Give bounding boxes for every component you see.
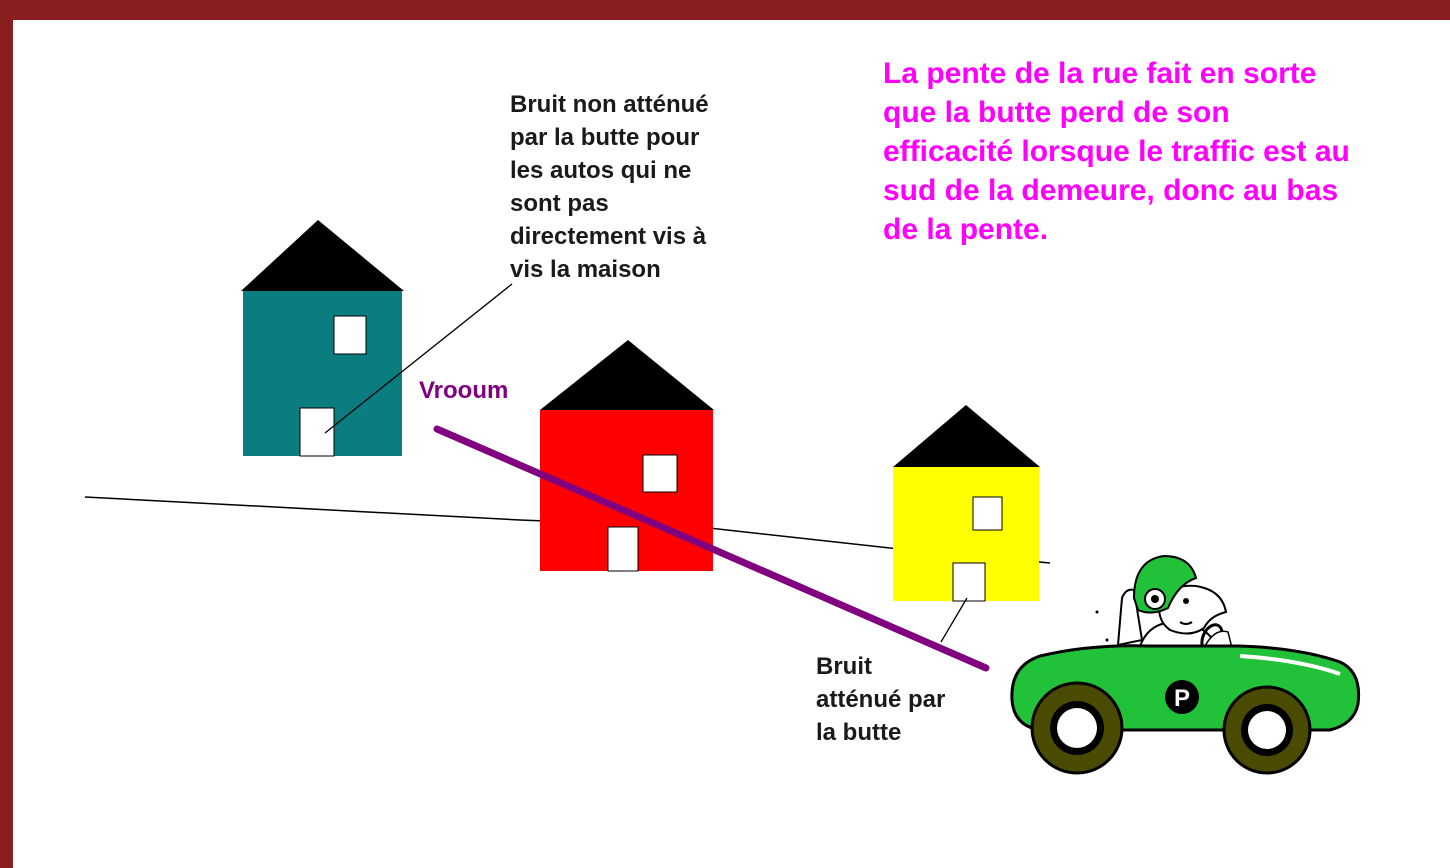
house-yellow [893, 405, 1040, 602]
label-vroom: Vrooum [419, 377, 509, 404]
car-driver-face [1158, 584, 1228, 635]
car-body-highlight [1239, 654, 1341, 676]
car-speed-dot [1105, 638, 1109, 642]
house-teal-door [299, 407, 335, 457]
frame-left-border [0, 0, 13, 868]
pointer-line-upper [324, 283, 513, 434]
house-red-window [642, 454, 678, 493]
car-wheel-rear [1030, 681, 1124, 775]
car-windshield [1203, 630, 1233, 649]
house-red-door [607, 526, 639, 572]
house-teal-window [333, 315, 367, 355]
house-yellow-door [952, 562, 986, 602]
house-teal-roof [241, 220, 404, 291]
house-red [540, 340, 714, 572]
race-car: P [1010, 554, 1361, 775]
house-red-roof [540, 340, 714, 410]
noise-path-line [433, 425, 990, 672]
label-unattenuated-noise: Bruit non atténué par la butte pour les … [510, 91, 709, 283]
frame-top-border [0, 0, 1450, 20]
label-slope-note: La pente de la rue fait en sorte que la … [883, 57, 1350, 246]
car-driver-eye [1183, 598, 1189, 604]
car-driver-mouth [1179, 621, 1193, 625]
house-teal [241, 220, 404, 457]
car-badge [1165, 680, 1199, 714]
car-speed-dot [1095, 610, 1099, 614]
house-yellow-roof [893, 405, 1040, 467]
house-yellow-window [972, 496, 1003, 531]
label-attenuated-noise: Bruit atténué par la butte [816, 653, 946, 746]
pointer-line-lower [940, 597, 968, 643]
car-badge-letter: P [1174, 685, 1190, 712]
car-wheel-front [1222, 685, 1312, 775]
car-helmet-visor-dot [1151, 595, 1159, 603]
